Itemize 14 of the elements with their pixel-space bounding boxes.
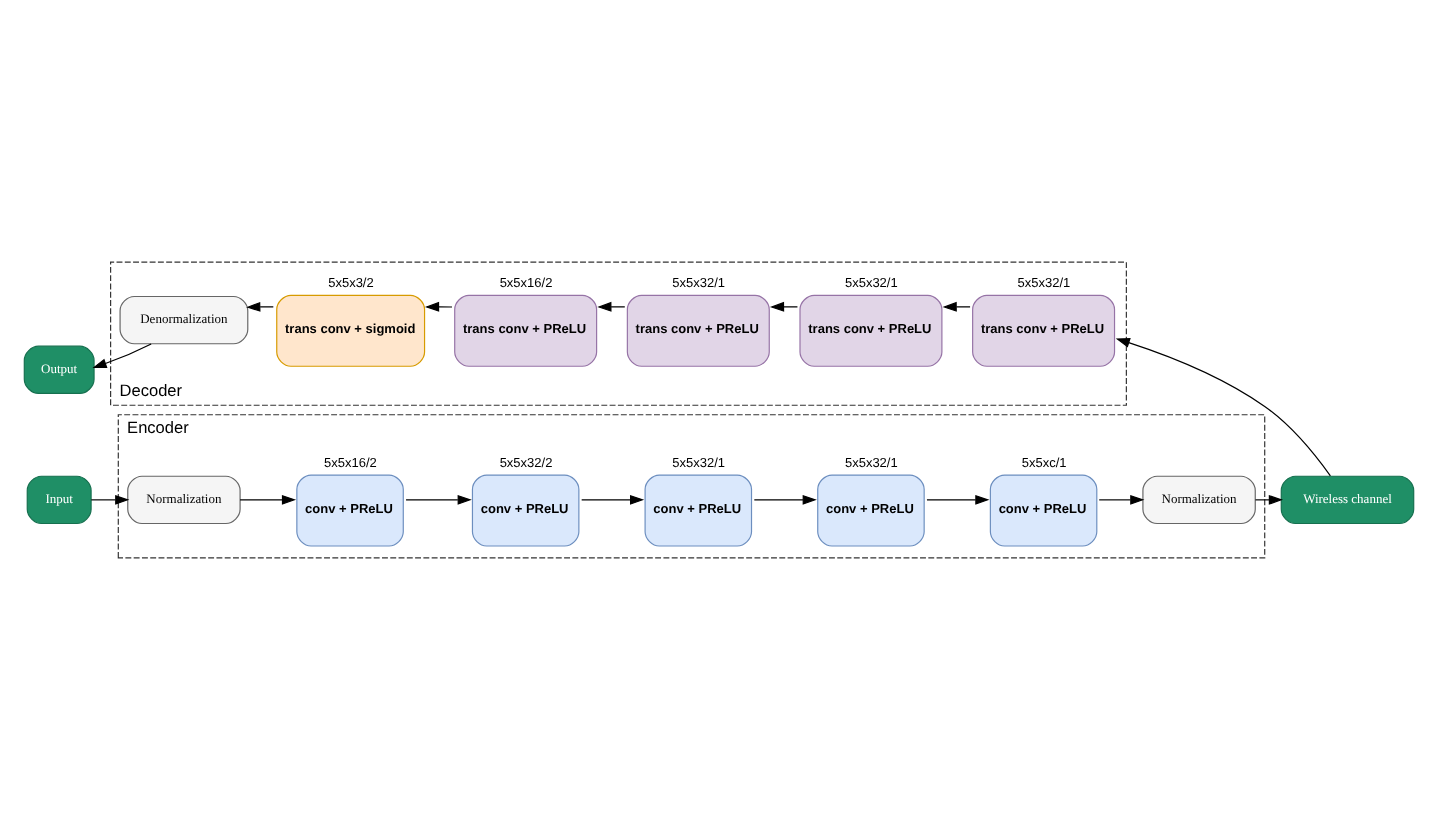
arrow [239, 493, 297, 504]
arrow [1098, 493, 1145, 504]
arrow [769, 300, 799, 311]
arrow [92, 342, 152, 368]
arrow [1254, 493, 1283, 504]
arrow [405, 493, 472, 504]
arrow [90, 493, 130, 504]
arrow [942, 300, 971, 311]
arrow [753, 493, 817, 504]
arrow [1115, 337, 1331, 476]
arrow [597, 300, 626, 311]
arrow [424, 300, 453, 311]
arrow [926, 493, 990, 504]
arrow [581, 493, 645, 504]
